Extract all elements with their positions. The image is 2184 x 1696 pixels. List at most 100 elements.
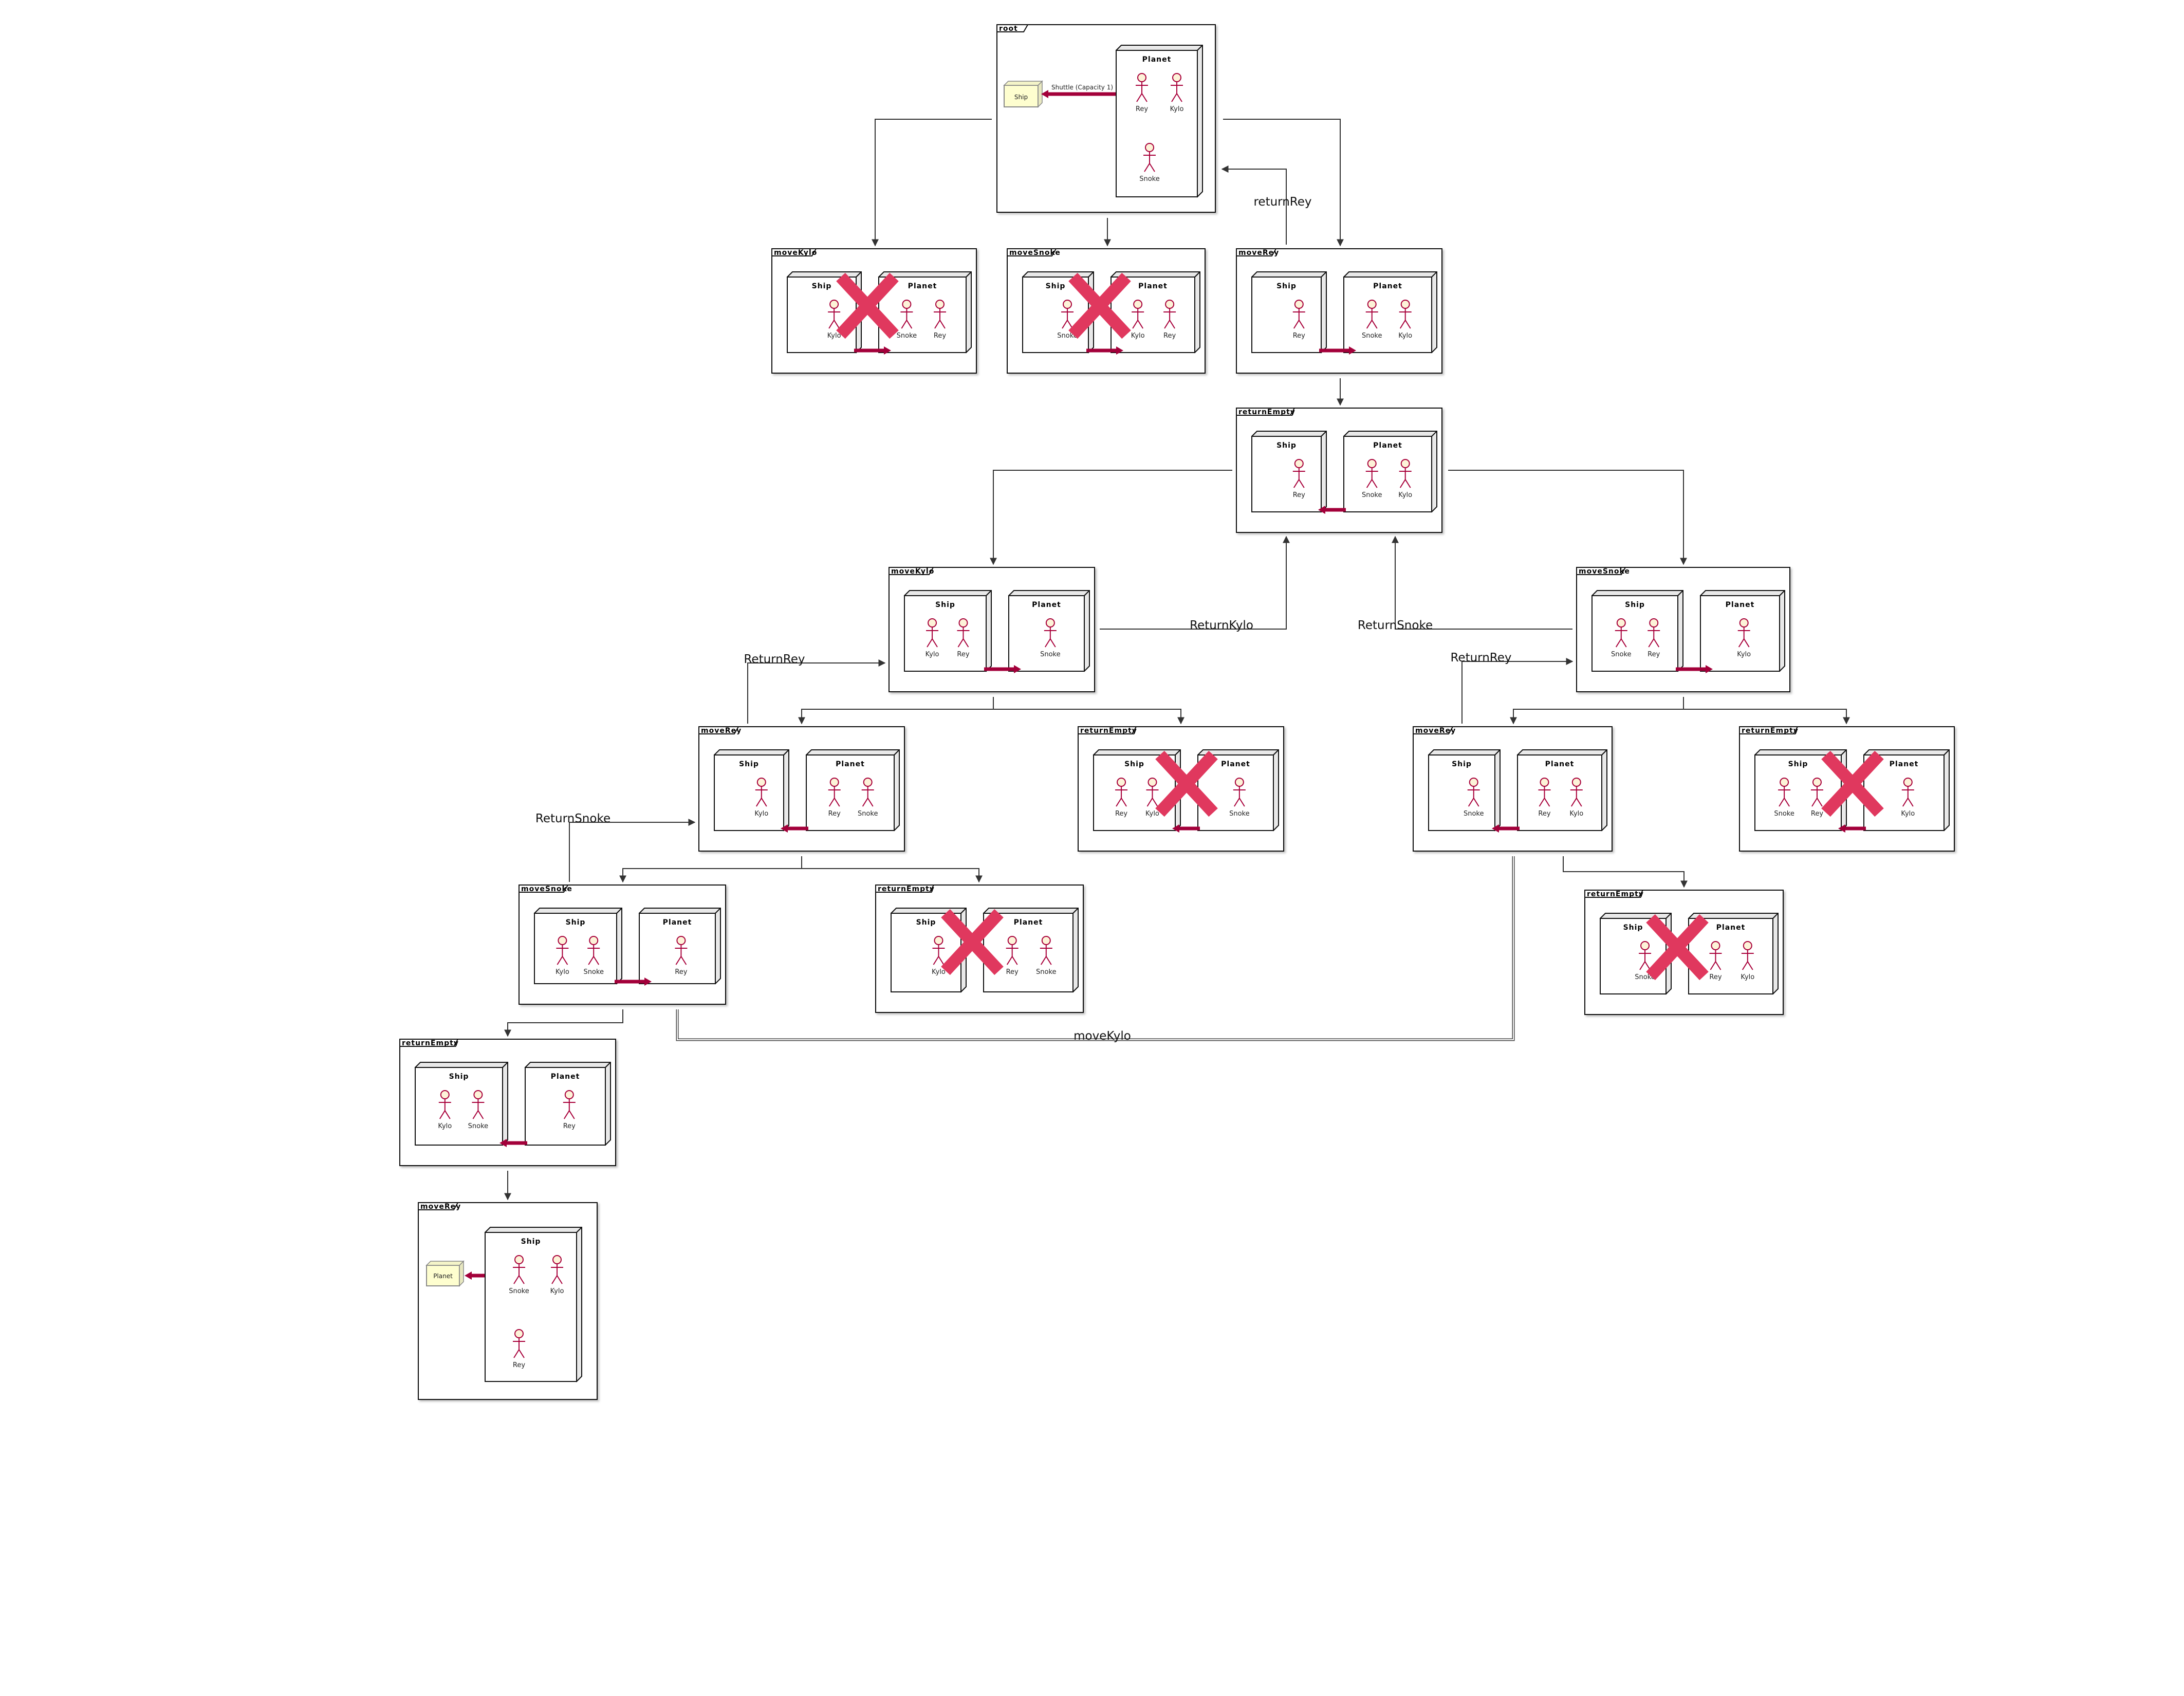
actor-head-icon [1571, 778, 1581, 787]
actor-head-icon [935, 300, 945, 309]
actor: Kylo [1737, 618, 1751, 658]
actor-head-icon [1640, 941, 1650, 950]
transfer-arrow-icon [854, 346, 891, 355]
actor-head-icon [1165, 300, 1175, 309]
actor-label: Kylo [1145, 810, 1159, 818]
edge-movesnoke-return-snoke [1392, 536, 1572, 630]
ship-box-title: Ship [916, 918, 936, 927]
planet-box-title: Planet [836, 760, 865, 768]
actor-head-icon [1234, 778, 1244, 787]
actor-head-icon [1172, 73, 1181, 82]
frame-title: moveRey [420, 1203, 461, 1211]
actor: Rey [1648, 618, 1660, 658]
planet-note [426, 1265, 460, 1286]
actor: Snoke [1362, 300, 1382, 340]
edge-root-to-movekylo [872, 119, 992, 247]
edge-moverey-to-returnempty-2 [802, 868, 983, 883]
frame-title: returnEmpty [1587, 890, 1644, 898]
actor-head-icon [1294, 459, 1304, 468]
transfer-arrow-icon [1319, 346, 1356, 355]
edge-label-return-kylo: ReturnKylo [1190, 619, 1253, 632]
actor-head-icon [440, 1090, 450, 1099]
actor-label: Kylo [1398, 491, 1412, 499]
edge-movesnoke-to-returnempty [1683, 709, 1850, 725]
actor-label: Rey [513, 1361, 525, 1369]
actor-head-icon [1007, 936, 1017, 945]
actor-label: Snoke [1229, 810, 1250, 818]
edge-movekylo-return-kylo [1100, 536, 1290, 630]
transfer-arrow-icon [1838, 824, 1866, 833]
actor-label: Kylo [438, 1122, 452, 1130]
actor: Rey [1293, 300, 1305, 340]
actor-head-icon [958, 618, 968, 628]
planet-box-title: Planet [1142, 56, 1172, 64]
actor: Snoke [509, 1255, 529, 1295]
actor-head-icon [1147, 778, 1157, 787]
edge-root-to-moverey [1223, 119, 1344, 247]
actor: Rey [828, 778, 841, 818]
planet-note-label: Planet [433, 1273, 453, 1280]
planet-box-title: Planet [1221, 760, 1250, 768]
transfer-arrow-icon [1041, 90, 1116, 98]
actor-head-icon [1041, 936, 1051, 945]
actor: Rey [1293, 459, 1305, 499]
planet-box-title: Planet [1545, 760, 1575, 768]
actor-head-icon [1367, 300, 1377, 309]
ship-note [1004, 85, 1039, 107]
edge-label-return-rey-left: ReturnRey [744, 653, 805, 666]
actor: Kylo [754, 778, 768, 818]
actor: Snoke [858, 778, 878, 818]
actor-label: Rey [934, 332, 946, 340]
ship-note-label: Ship [1014, 94, 1028, 101]
edge-movekylo-to-moverey [798, 697, 994, 725]
edge-moverey-return-rey-left [747, 659, 886, 724]
actor: Rey [1538, 778, 1551, 818]
actor-head-icon [1400, 459, 1410, 468]
actor-label: Rey [1115, 810, 1127, 818]
actor-label: Snoke [468, 1122, 489, 1130]
actor: Kylo [556, 936, 569, 976]
planet-box-title: Planet [1138, 282, 1168, 290]
invalid-cross-icon [836, 272, 899, 339]
edge-moverey-return-rey-right [1461, 658, 1574, 724]
planet-box-title: Planet [1726, 601, 1755, 609]
edge-moverey-to-movesnoke [619, 856, 802, 883]
actor-head-icon [564, 1090, 574, 1099]
actor-label: Kylo [926, 651, 939, 658]
actor: Snoke [468, 1090, 489, 1130]
actor-label: Rey [1709, 973, 1722, 981]
actor-label: Snoke [509, 1287, 529, 1295]
ship-box-title: Ship [1276, 282, 1297, 290]
actor-head-icon [829, 778, 839, 787]
frame-title: moveRey [1238, 249, 1279, 257]
planet-box-title: Planet [1890, 760, 1919, 768]
ship-box-title: Ship [739, 760, 759, 768]
planet-box-title: Planet [908, 282, 937, 290]
frame-title: moveKylo [774, 249, 817, 257]
ship-box-title: Ship [521, 1238, 541, 1246]
actor-head-icon [514, 1255, 524, 1264]
actor: Kylo [550, 1255, 564, 1295]
edge-label-return-snoke-right: ReturnSnoke [1358, 619, 1433, 632]
actor-label: Kylo [1569, 810, 1583, 818]
actor-head-icon [552, 1255, 562, 1264]
actor-head-icon [1145, 143, 1154, 152]
actor: Snoke [1036, 936, 1057, 976]
actor: Rey [1811, 778, 1823, 818]
planet-box-title: Planet [1032, 601, 1061, 609]
frame-title: moveSnoke [1579, 567, 1630, 576]
actor: Snoke [1464, 778, 1484, 818]
